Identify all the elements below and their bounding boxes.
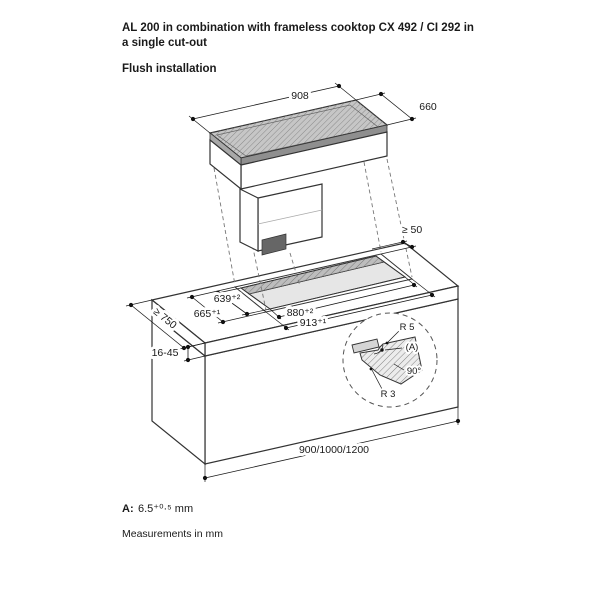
dim-module-width: 908 [188, 82, 357, 134]
detail-glass-edge [351, 338, 380, 354]
detail-a-label: (A) [406, 342, 419, 353]
dim-cabinet-width: 900/1000/1200 [202, 407, 461, 482]
detail-worktop-hatch [360, 337, 422, 384]
detail-r5-label: R 5 [400, 322, 415, 333]
header: AL 200 in combination with frameless coo… [122, 22, 474, 75]
dim-16-45-label: 16-45 [152, 347, 179, 359]
detail-angle-arc [373, 344, 384, 355]
dim-913-label: 913⁺¹ [300, 317, 327, 329]
dim-module-depth: 660 [355, 91, 440, 126]
footnote-a-value: 6.5⁺⁰·⁵ mm [138, 503, 193, 515]
projection-line-back-left [213, 167, 236, 286]
blower-box-left [239, 188, 259, 252]
dim-908-label: 908 [291, 90, 309, 102]
footnote-a-key: A: [122, 503, 134, 515]
module-grille-hatch [210, 100, 387, 158]
dim-rear-clearance: ≥ 50 [371, 221, 425, 255]
detail-90deg-label: 90° [407, 366, 422, 377]
footer: A: 6.5⁺⁰·⁵ mm Measurements in mm [122, 503, 223, 540]
dim-880-label: 880⁺² [287, 307, 314, 319]
page-subtitle: Flush installation [122, 63, 217, 75]
dim-639-label: 639⁺² [214, 293, 241, 305]
dim-cutout-depth-inner: 639⁺² [211, 287, 271, 317]
detail-view: R 5 (A) 90° R 3 [342, 312, 438, 408]
dim-900-1000-1200-label: 900/1000/1200 [299, 444, 369, 456]
dim-cutout-depth-outer: 665⁺¹ [186, 286, 267, 325]
dim-50-label: ≥ 50 [402, 224, 423, 236]
units-note: Measurements in mm [122, 528, 223, 540]
projection-line-front-left [240, 190, 267, 311]
blower-box-seam [257, 209, 323, 225]
page-title-line1: AL 200 in combination with frameless coo… [122, 22, 474, 34]
dim-worktop-thickness: 16-45 [149, 342, 206, 363]
detail-r3-label: R 3 [381, 389, 396, 400]
duct-connector [261, 233, 287, 256]
dim-cutout-width-outer: 913⁺¹ [265, 278, 436, 332]
vent-inlet-hatch [241, 256, 384, 294]
projection-line-center [289, 252, 301, 287]
dim-665-label: 665⁺¹ [194, 308, 221, 320]
projection-line-back-right [363, 161, 382, 253]
dim-660-label: 660 [419, 101, 437, 113]
projection-line-front-right [386, 158, 413, 278]
projection-lines [213, 158, 413, 311]
page-title-line2: a single cut-out [122, 37, 207, 49]
vent-module [208, 99, 389, 256]
dim-cutout-width-inner: 880⁺² [269, 276, 418, 322]
